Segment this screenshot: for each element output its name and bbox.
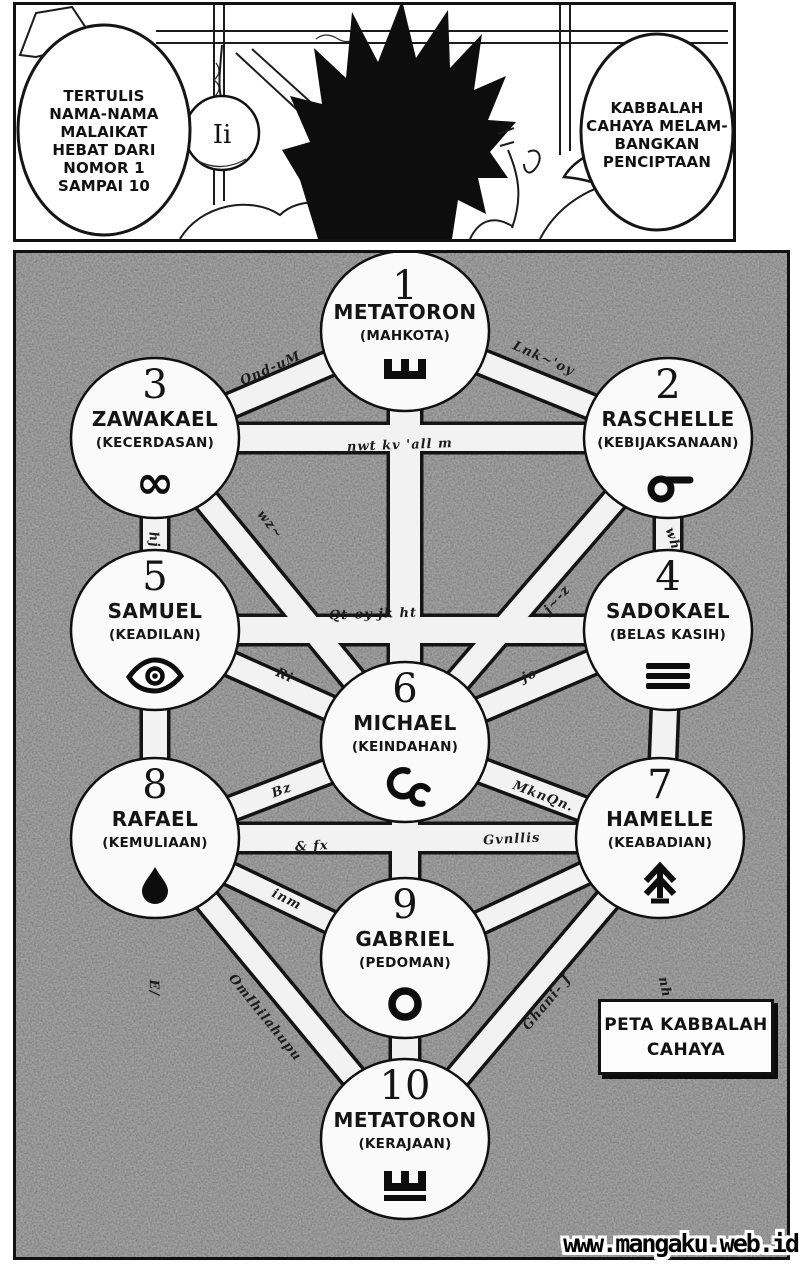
bubble-left-line: HEBAT DARI [52, 141, 155, 159]
node-circle [319, 660, 491, 824]
node-circle [69, 548, 241, 712]
infinity-icon: ∞ [136, 455, 174, 509]
bubble-left-line: NAMA-NAMA [49, 105, 159, 123]
tree-node-5: 5 SAMUEL (KEADILAN) [69, 548, 241, 712]
bubble-left-line: TERTULIS [63, 87, 144, 105]
ring-icon [388, 987, 422, 1021]
node-name: SADOKAEL [606, 599, 730, 623]
node-circle [582, 548, 754, 712]
tree-node-8: 8 RAFAEL (KEMULIAAN) [69, 756, 241, 920]
map-caption-box: PETA KABBALAH CAHAYA [598, 999, 774, 1075]
node-number: 5 [142, 554, 167, 600]
node-circle [69, 356, 241, 520]
node-name: RAFAEL [112, 807, 199, 831]
node-number: 9 [392, 882, 417, 928]
node-number: 2 [655, 362, 680, 408]
node-number: 6 [392, 666, 417, 712]
bubble-left-line: SAMPAI 10 [58, 177, 150, 195]
path-scribble: nh [655, 975, 674, 999]
spiky-hair [282, 5, 516, 239]
tree-node-2: 2 RASCHELLE (KEBIJAKSANAAN) [582, 356, 754, 520]
node-attribute: (KERAJAAN) [358, 1136, 451, 1152]
node-circle [319, 876, 491, 1040]
bubble-right-line: PENCIPTAAN [603, 153, 711, 171]
node-circle [319, 1057, 491, 1221]
node-number: 3 [142, 362, 167, 408]
drop-icon [142, 867, 168, 904]
key-icon [647, 475, 694, 503]
node-number: 4 [655, 554, 680, 600]
node-name: SAMUEL [108, 599, 203, 623]
tree-node-4: 4 SADOKAEL (BELAS KASIH) [582, 548, 754, 712]
node-attribute: (KEINDAHAN) [352, 739, 458, 755]
node-attribute: (KEABADIAN) [608, 835, 712, 851]
eye-icon [126, 657, 185, 694]
crown-icon [384, 359, 426, 379]
node-circle [574, 756, 746, 920]
path-scribble: & fx [295, 838, 329, 855]
node-circle [319, 253, 491, 413]
node-circle [582, 356, 754, 520]
crown-base-icon [384, 1171, 426, 1201]
double-crescent-icon [386, 767, 431, 807]
triple-bar-icon [646, 663, 690, 689]
bubble-right-line: CAHAYA MELAM- [586, 117, 728, 135]
path-scribble: hj [145, 531, 161, 548]
node-attribute: (KEMULIAAN) [102, 835, 208, 851]
site-watermark: www.mangaku.web.id [563, 1229, 800, 1258]
tree-node-7: 7 HAMELLE (KEABADIAN) [574, 756, 746, 920]
svg-text:∞: ∞ [136, 455, 174, 509]
node-name: RASCHELLE [601, 407, 734, 431]
path-scribble: Ri [272, 665, 295, 686]
caption-line: PETA KABBALAH [604, 1015, 768, 1035]
node-number: 8 [142, 762, 167, 808]
pendant-inscription: Ii [213, 120, 232, 150]
scene-illustration: Ii TERTULIS NAMA-NAMA MALAIKAT HEBAT DAR… [16, 5, 733, 239]
node-attribute: (KECERDASAN) [96, 435, 214, 451]
node-attribute: (KEBIJAKSANAAN) [597, 435, 738, 451]
bubble-right-line: BANGKAN [614, 135, 699, 153]
node-name: MICHAEL [353, 711, 456, 735]
bubble-left-line: MALAIKAT [60, 123, 148, 141]
path-scribble: wh [662, 526, 683, 552]
node-attribute: (PEDOMAN) [359, 955, 451, 971]
bubble-right-line: KABBALAH [610, 99, 703, 117]
path-scribble: Gvnllis [483, 831, 541, 849]
manga-panel-top: Ii TERTULIS NAMA-NAMA MALAIKAT HEBAT DAR… [13, 2, 736, 242]
node-name: ZAWAKAEL [92, 407, 218, 431]
node-attribute: (MAHKOTA) [360, 328, 450, 344]
path-scribble: nwt kv 'all m [347, 436, 453, 455]
path-scribble: Qt-oy jk ht [329, 605, 418, 623]
node-name: HAMELLE [606, 807, 714, 831]
node-circle [69, 756, 241, 920]
speech-bubble-left: TERTULIS NAMA-NAMA MALAIKAT HEBAT DARI N… [16, 23, 192, 237]
node-number: 10 [380, 1063, 431, 1109]
caption-line: CAHAYA [646, 1040, 726, 1060]
node-number: 1 [392, 263, 417, 309]
node-number: 7 [647, 762, 672, 808]
path-scribble: E/ [146, 978, 162, 996]
tree-node-9: 9 GABRIEL (PEDOMAN) [319, 876, 491, 1040]
double-arrow-up-icon [643, 861, 677, 904]
character [282, 5, 651, 239]
tree-node-6: 6 MICHAEL (KEINDAHAN) [319, 660, 491, 824]
tree-node-3: 3 ZAWAKAEL (KECERDASAN) ∞ [69, 356, 241, 520]
path-scribble: Bz [269, 780, 294, 802]
node-attribute: (BELAS KASIH) [610, 627, 726, 643]
node-name: METATORON [334, 1108, 477, 1132]
node-name: METATORON [334, 300, 477, 324]
node-attribute: (KEADILAN) [109, 627, 201, 643]
tree-node-1: 1 METATORON (MAHKOTA) [319, 253, 491, 413]
tree-node-10: 10 METATORON (KERAJAAN) [319, 1057, 491, 1221]
speech-bubble-right: KABBALAH CAHAYA MELAM- BANGKAN PENCIPTAA… [561, 32, 733, 232]
node-name: GABRIEL [355, 927, 454, 951]
bubble-left-line: NOMOR 1 [63, 159, 145, 177]
